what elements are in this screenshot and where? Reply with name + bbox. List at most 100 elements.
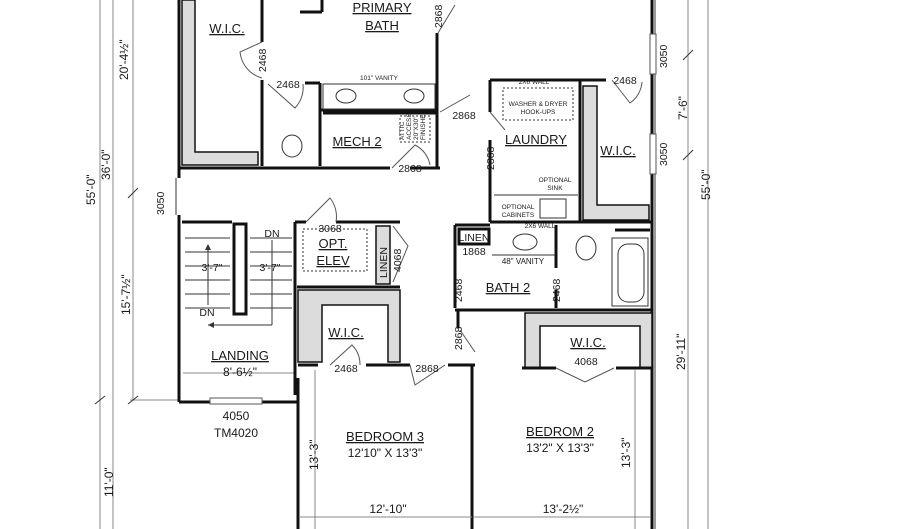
note-optional-cabinets: OPTIONAL <box>502 204 535 211</box>
room-label-primary-bath: PRIMARY <box>353 0 412 15</box>
door-label: 2468 <box>334 363 358 375</box>
window-label: 3050 <box>155 191 167 215</box>
door-swing <box>409 364 446 386</box>
room-label-bedroom2: BEDROM 2 <box>526 424 594 439</box>
window-label: TM4020 <box>214 426 258 440</box>
door-label: 2468 <box>551 278 563 302</box>
door-label: 1868 <box>462 246 486 258</box>
sink-icon <box>335 88 357 104</box>
window-label: 3050 <box>658 142 670 166</box>
elevator-shaft <box>302 228 368 272</box>
room-label-bedroom3: BEDROOM 3 <box>346 429 424 444</box>
door-swing <box>329 344 361 366</box>
door-label: 2468 <box>613 75 637 87</box>
wic-bed3-shelving <box>297 289 401 363</box>
door-swing <box>489 111 506 131</box>
door-swing <box>611 79 643 104</box>
door-label: 2868 <box>452 110 476 122</box>
note-attic: ACCESS <box>406 113 413 140</box>
stair-dn-label: DN <box>264 228 279 240</box>
door-swing <box>239 41 263 79</box>
note-optional-sink: SINK <box>547 185 563 192</box>
toilet-icon <box>281 134 303 158</box>
linen-shelf <box>375 225 391 285</box>
toilet-icon <box>575 235 597 261</box>
note-washer-dryer: HOOK-UPS <box>521 109 556 116</box>
window-label: 3050 <box>658 44 670 68</box>
note-vanity: 48" VANITY <box>502 257 545 266</box>
note-attic: 20"X30" <box>413 116 420 140</box>
room-label-wic: W.I.C. <box>209 21 244 36</box>
bedroom3-size: 12'10" X 13'3" <box>348 446 423 460</box>
dimension-label: 29'-11" <box>674 334 688 370</box>
door-label: 2468 <box>453 278 465 302</box>
door-swing <box>391 144 431 169</box>
door-label: 2868 <box>433 4 445 28</box>
bathtub <box>611 237 649 307</box>
dimension-label: 55'-0" <box>84 174 98 205</box>
room-label-laundry: LAUNDRY <box>505 132 567 147</box>
door-label: 2868 <box>485 146 497 170</box>
door-label: 4068 <box>392 248 404 272</box>
room-label-linen: LINEN <box>459 232 490 244</box>
note-optional-sink: OPTIONAL <box>539 177 572 184</box>
door-label: 4068 <box>574 356 598 368</box>
dimension-lines-right <box>682 0 709 529</box>
note-vanity: 101" VANITY <box>360 75 399 82</box>
door-label: 3068 <box>318 223 342 235</box>
dimension-label: 11'-0" <box>102 467 116 497</box>
door-label: 2468 <box>276 79 300 91</box>
note-attic: FINISHED <box>420 109 427 140</box>
note-attic: ATTIC <box>399 121 406 140</box>
exterior-walls <box>175 0 657 529</box>
door-swing <box>437 4 456 34</box>
dimension-label: 13'-3" <box>307 439 321 470</box>
room-label-mech2: MECH 2 <box>332 134 381 149</box>
door-swing <box>459 329 476 353</box>
note-2x6-wall: 2X6 WALL <box>519 79 550 86</box>
washer-dryer-hookups <box>502 87 574 121</box>
landing-dimension: 8'-6½" <box>223 365 257 379</box>
dimension-label: 55'-0" <box>699 169 713 200</box>
room-label-landing: LANDING <box>211 348 269 363</box>
room-label-bath2: BATH 2 <box>486 280 531 295</box>
dimension-label: 13'-2½" <box>543 502 584 516</box>
door-swing <box>305 197 337 223</box>
note-2x6-wall: 2X6 WALL <box>525 223 556 230</box>
room-label-primary-bath: BATH <box>365 18 399 33</box>
stair-dn-label: DN <box>199 307 214 319</box>
stair-width: 3'-7" <box>260 262 281 274</box>
bedroom2-size: 13'2" X 13'3" <box>526 441 594 455</box>
primary-vanity <box>322 83 436 110</box>
door-label: 2868 <box>398 163 422 175</box>
labels: W.I.C. PRIMARY BATH MECH 2 LAUNDRY W.I.C… <box>84 0 713 516</box>
door-swing <box>267 83 304 109</box>
room-label-opt-elev: ELEV <box>316 253 350 268</box>
dimension-label: 7'-6" <box>676 96 690 120</box>
staircase <box>182 220 295 374</box>
wic-left-shelving <box>181 0 259 166</box>
dimension-label: 15'-7½" <box>119 274 133 315</box>
sink-icon <box>512 233 538 251</box>
room-label-opt-elev: OPT. <box>319 236 348 251</box>
wic-right-shelving <box>582 85 650 221</box>
laundry-sink-icon <box>539 198 567 219</box>
dimension-label: 20'-4½" <box>117 39 131 80</box>
room-label-linen: LINEN <box>378 247 390 278</box>
door-label: 2868 <box>415 363 439 375</box>
room-label-wic: W.I.C. <box>570 335 605 350</box>
window-label: 4050 <box>223 409 250 423</box>
door-swing <box>555 367 615 383</box>
room-label-wic: W.I.C. <box>600 143 635 158</box>
stair-width: 3'-7" <box>202 262 223 274</box>
note-optional-cabinets: CABINETS <box>502 212 535 219</box>
dimension-lines-left <box>94 0 180 529</box>
dimension-label: 13'-3" <box>619 437 633 468</box>
door-swing <box>392 225 409 283</box>
door-label: 2868 <box>453 326 465 350</box>
sink-icon <box>403 88 425 104</box>
room-label-wic: W.I.C. <box>328 325 363 340</box>
bathtub-basin <box>617 243 645 303</box>
linen-closet <box>457 227 491 246</box>
